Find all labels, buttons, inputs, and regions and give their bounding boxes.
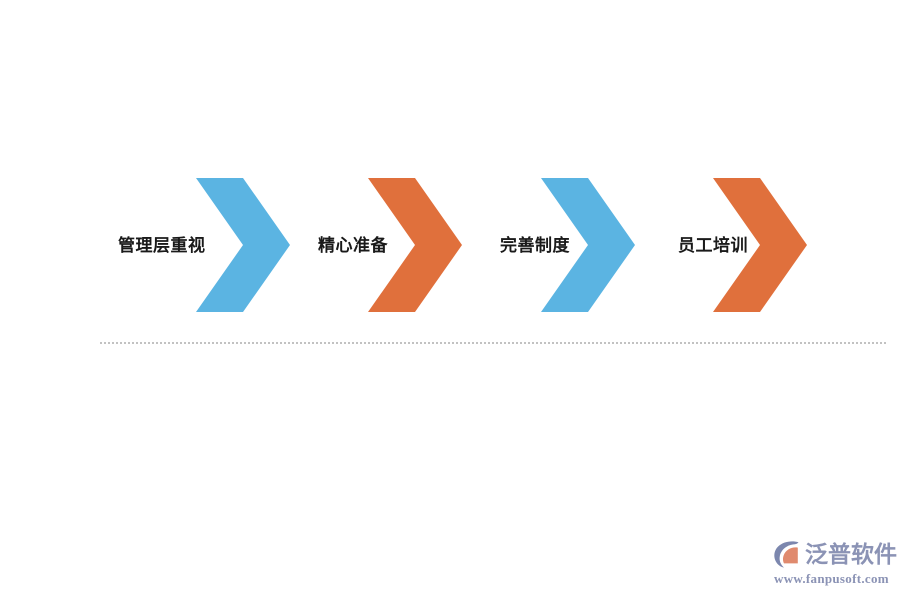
dotted-divider — [100, 342, 886, 344]
chevron-arrow-4 — [713, 178, 807, 312]
logo-row: 泛普软件 — [772, 538, 897, 570]
brand-logo: 泛普软件 www.fanpusoft.com — [772, 538, 897, 590]
process-step-label-1: 管理层重视 — [118, 235, 206, 255]
process-flow-diagram: 管理层重视 精心准备 完善制度 — [0, 170, 900, 320]
logo-url: www.fanpusoft.com — [774, 571, 889, 586]
process-step-label-4: 员工培训 — [678, 235, 748, 255]
chevron-arrow-2 — [368, 178, 462, 312]
chevron-arrow-1 — [196, 178, 290, 312]
chevron-arrow-3 — [541, 178, 635, 312]
process-step-label-3: 完善制度 — [500, 235, 570, 255]
fanpu-swoosh-icon — [772, 539, 802, 569]
logo-wordmark: 泛普软件 — [805, 540, 897, 567]
process-step-label-2: 精心准备 — [318, 235, 388, 255]
